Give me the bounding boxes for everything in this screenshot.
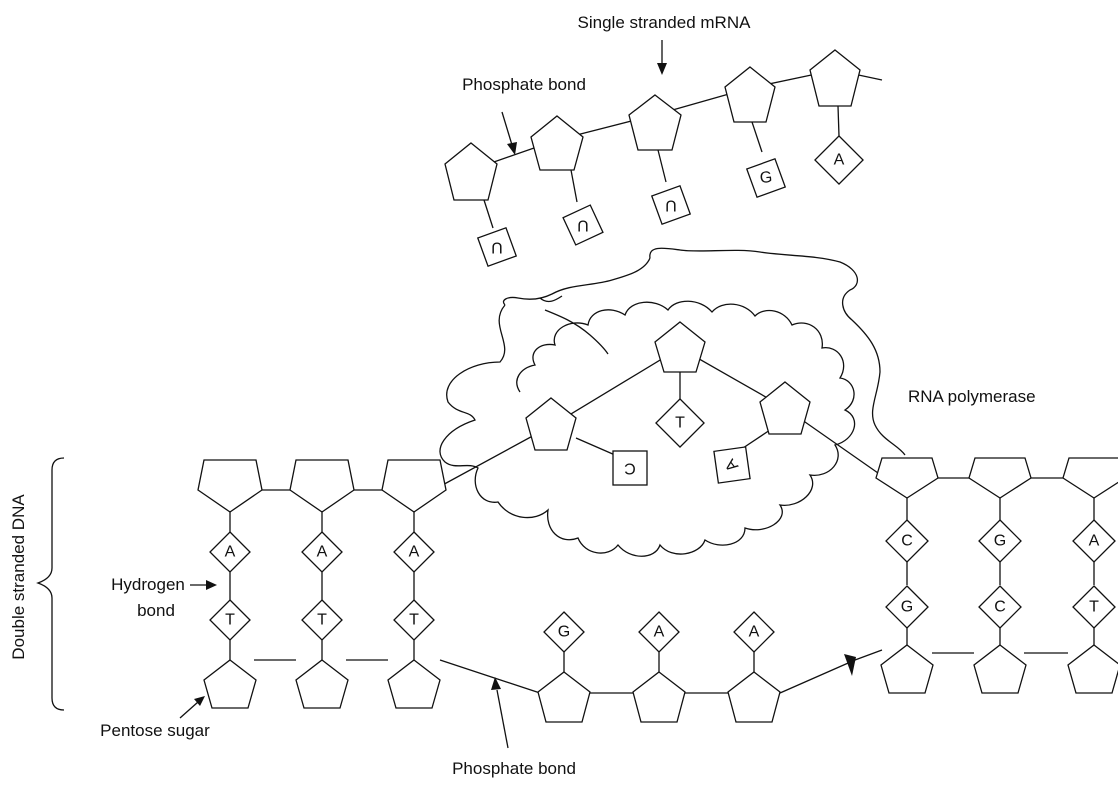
dna-sugar xyxy=(295,659,349,709)
polymerase-bases: C T A xyxy=(612,398,751,486)
svg-text:T: T xyxy=(1089,599,1099,616)
dna-base: T xyxy=(393,599,435,641)
label-double-stranded-dna: Double stranded DNA xyxy=(9,494,28,660)
dna-sugar xyxy=(203,659,257,709)
dna-sugar xyxy=(968,457,1032,499)
svg-text:A: A xyxy=(409,544,420,561)
mrna-base: U xyxy=(476,226,518,268)
dna-base: C xyxy=(885,519,929,563)
svg-text:G: G xyxy=(994,533,1006,550)
arrowhead-icon xyxy=(194,696,205,706)
svg-text:A: A xyxy=(834,152,845,169)
dna-sugar xyxy=(973,644,1027,694)
mrna-sugar xyxy=(724,66,776,123)
svg-text:A: A xyxy=(1089,533,1100,550)
annotation-arrows xyxy=(179,40,856,749)
dna-sugar xyxy=(1062,457,1118,499)
mrna-base: U xyxy=(562,204,604,246)
dna-sugar xyxy=(387,659,441,709)
dna-base: C xyxy=(978,585,1022,629)
svg-text:G: G xyxy=(558,624,570,641)
arrowhead-icon xyxy=(206,580,217,590)
dna-bottom-strand-bases: G A A xyxy=(543,611,775,653)
label-hydrogen: Hydrogen xyxy=(111,575,185,594)
polymerase-base: C xyxy=(612,450,648,486)
label-phosphate-bond-top: Phosphate bond xyxy=(462,75,586,94)
dna-brace xyxy=(36,457,65,711)
svg-text:G: G xyxy=(901,599,913,616)
mrna-sugar xyxy=(444,142,498,201)
pentose-sugars xyxy=(197,49,1118,723)
backbone-lines xyxy=(229,69,1095,694)
dna-base: A xyxy=(638,611,680,653)
svg-text:A: A xyxy=(749,624,760,641)
dna-base: G xyxy=(885,585,929,629)
dna-base: A xyxy=(301,531,343,573)
dna-base: T xyxy=(1072,585,1116,629)
mrna-base: G xyxy=(745,157,787,199)
svg-text:U: U xyxy=(491,239,503,256)
polymerase-base: T xyxy=(655,398,705,448)
dna-base: A xyxy=(209,531,251,573)
direction-arrowhead-icon xyxy=(844,654,856,676)
dna-base: T xyxy=(301,599,343,641)
dna-sugar xyxy=(537,671,591,723)
svg-text:C: C xyxy=(901,533,913,550)
svg-text:T: T xyxy=(409,612,419,629)
dna-sugar xyxy=(289,459,355,513)
svg-text:G: G xyxy=(759,169,773,187)
svg-text:T: T xyxy=(225,612,235,629)
mrna-sugar xyxy=(530,115,584,171)
svg-text:U: U xyxy=(577,217,589,234)
dna-base: A xyxy=(733,611,775,653)
label-bond: bond xyxy=(137,601,175,620)
dna-sugar xyxy=(727,671,781,723)
arrowhead-icon xyxy=(657,63,667,75)
dna-sugar xyxy=(875,457,939,499)
dna-base: T xyxy=(209,599,251,641)
dna-right-bases: C G A G C T xyxy=(885,519,1116,629)
polymerase-base: A xyxy=(713,446,751,484)
label-rna-polymerase: RNA polymerase xyxy=(908,387,1036,406)
arrowhead-icon xyxy=(491,677,501,690)
svg-text:C: C xyxy=(624,460,636,477)
label-phosphate-bond-bottom: Phosphate bond xyxy=(452,759,576,778)
svg-text:A: A xyxy=(317,544,328,561)
dna-sugar xyxy=(880,644,934,694)
label-pentose-sugar: Pentose sugar xyxy=(100,721,210,740)
mrna-base: A xyxy=(814,135,864,185)
dna-sugar xyxy=(197,459,263,513)
polymerase-sugar xyxy=(759,381,811,435)
dna-left-bases: A A A T T T xyxy=(209,531,435,641)
svg-text:U: U xyxy=(665,197,677,214)
mrna-sugar xyxy=(809,49,861,107)
polymerase-sugar xyxy=(525,397,577,451)
svg-text:A: A xyxy=(654,624,665,641)
label-single-stranded-mrna: Single stranded mRNA xyxy=(578,13,752,32)
mrna-sugar xyxy=(628,94,682,151)
mrna-bases: U U U G A xyxy=(476,135,864,268)
dna-sugar xyxy=(1067,644,1118,694)
polymerase-sugar xyxy=(654,321,706,373)
svg-text:A: A xyxy=(225,544,236,561)
rna-polymerase-blob xyxy=(439,247,906,557)
svg-text:C: C xyxy=(994,599,1006,616)
dna-base: A xyxy=(1072,519,1116,563)
dna-base: G xyxy=(543,611,585,653)
dna-sugar xyxy=(381,459,447,513)
bottom-strand xyxy=(439,659,541,694)
dna-base: A xyxy=(393,531,435,573)
dna-sugar xyxy=(632,671,686,723)
mrna-base: U xyxy=(650,184,692,226)
arrowhead-icon xyxy=(507,142,517,155)
svg-text:T: T xyxy=(317,612,327,629)
svg-text:T: T xyxy=(675,415,685,432)
dna-base: G xyxy=(978,519,1022,563)
polymerase-strand xyxy=(414,347,889,501)
